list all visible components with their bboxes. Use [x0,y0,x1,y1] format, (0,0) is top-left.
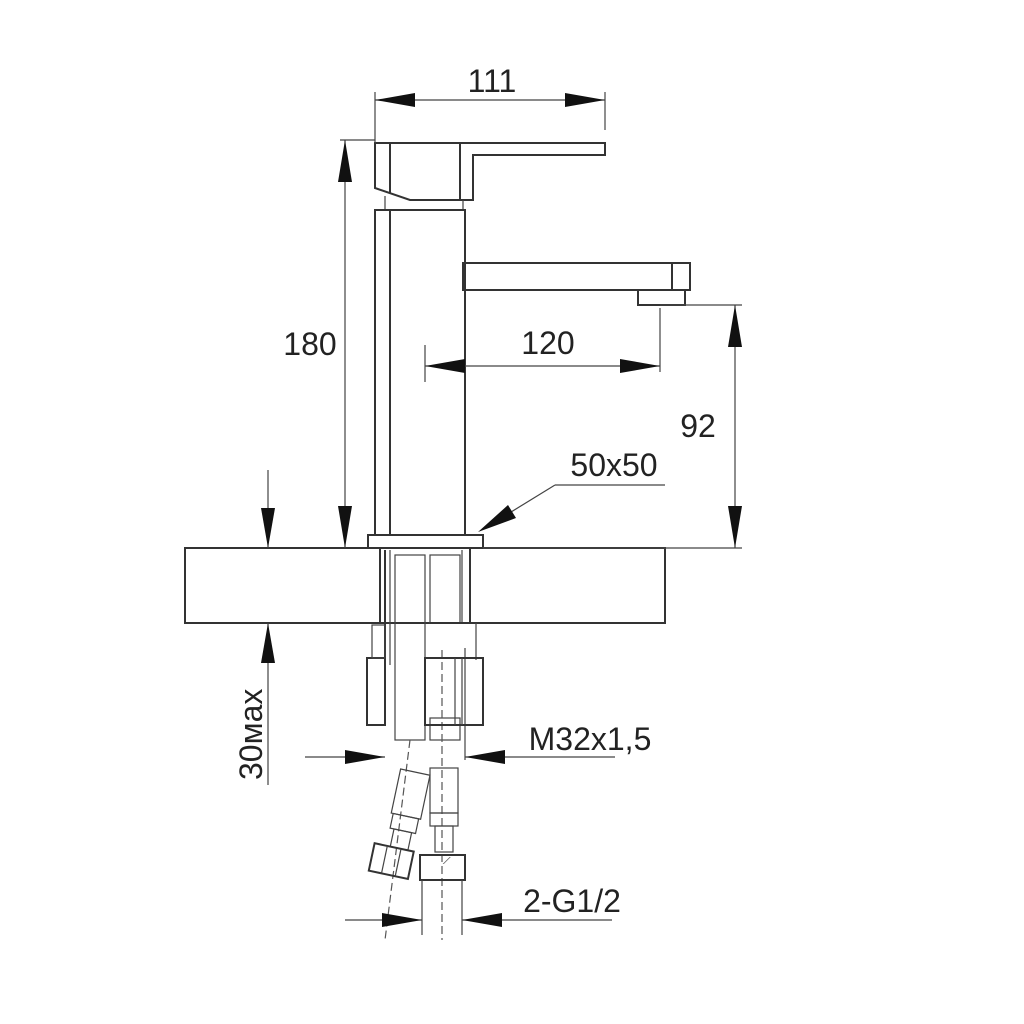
handle-lever [374,142,606,210]
spout [462,262,691,306]
dim-spout-reach: 120 [424,308,661,382]
faucet-body [374,209,466,536]
label-30max: 30мах [233,689,269,780]
label-g12: 2-G1/2 [523,883,621,919]
mounting-nut [366,624,484,726]
dim-hose-connection: 2-G1/2 [345,880,621,935]
dim-thread: M32x1,5 [305,721,651,764]
leader-base-size: 50x50 [478,447,665,532]
base-plate [367,534,484,549]
dim-counter-thickness: 30мах [233,470,275,785]
dim-handle-width: 111 [374,63,606,143]
label-120: 120 [521,325,574,361]
label-92: 92 [680,408,716,444]
dim-spout-clearance: 92 [483,304,742,549]
label-111: 111 [468,63,517,99]
label-m32: M32x1,5 [529,721,652,757]
hose-fittings [367,767,466,881]
dim-height: 180 [283,139,375,548]
supply-hoses [384,550,483,941]
label-180: 180 [283,326,336,362]
label-50x50: 50x50 [570,447,657,483]
